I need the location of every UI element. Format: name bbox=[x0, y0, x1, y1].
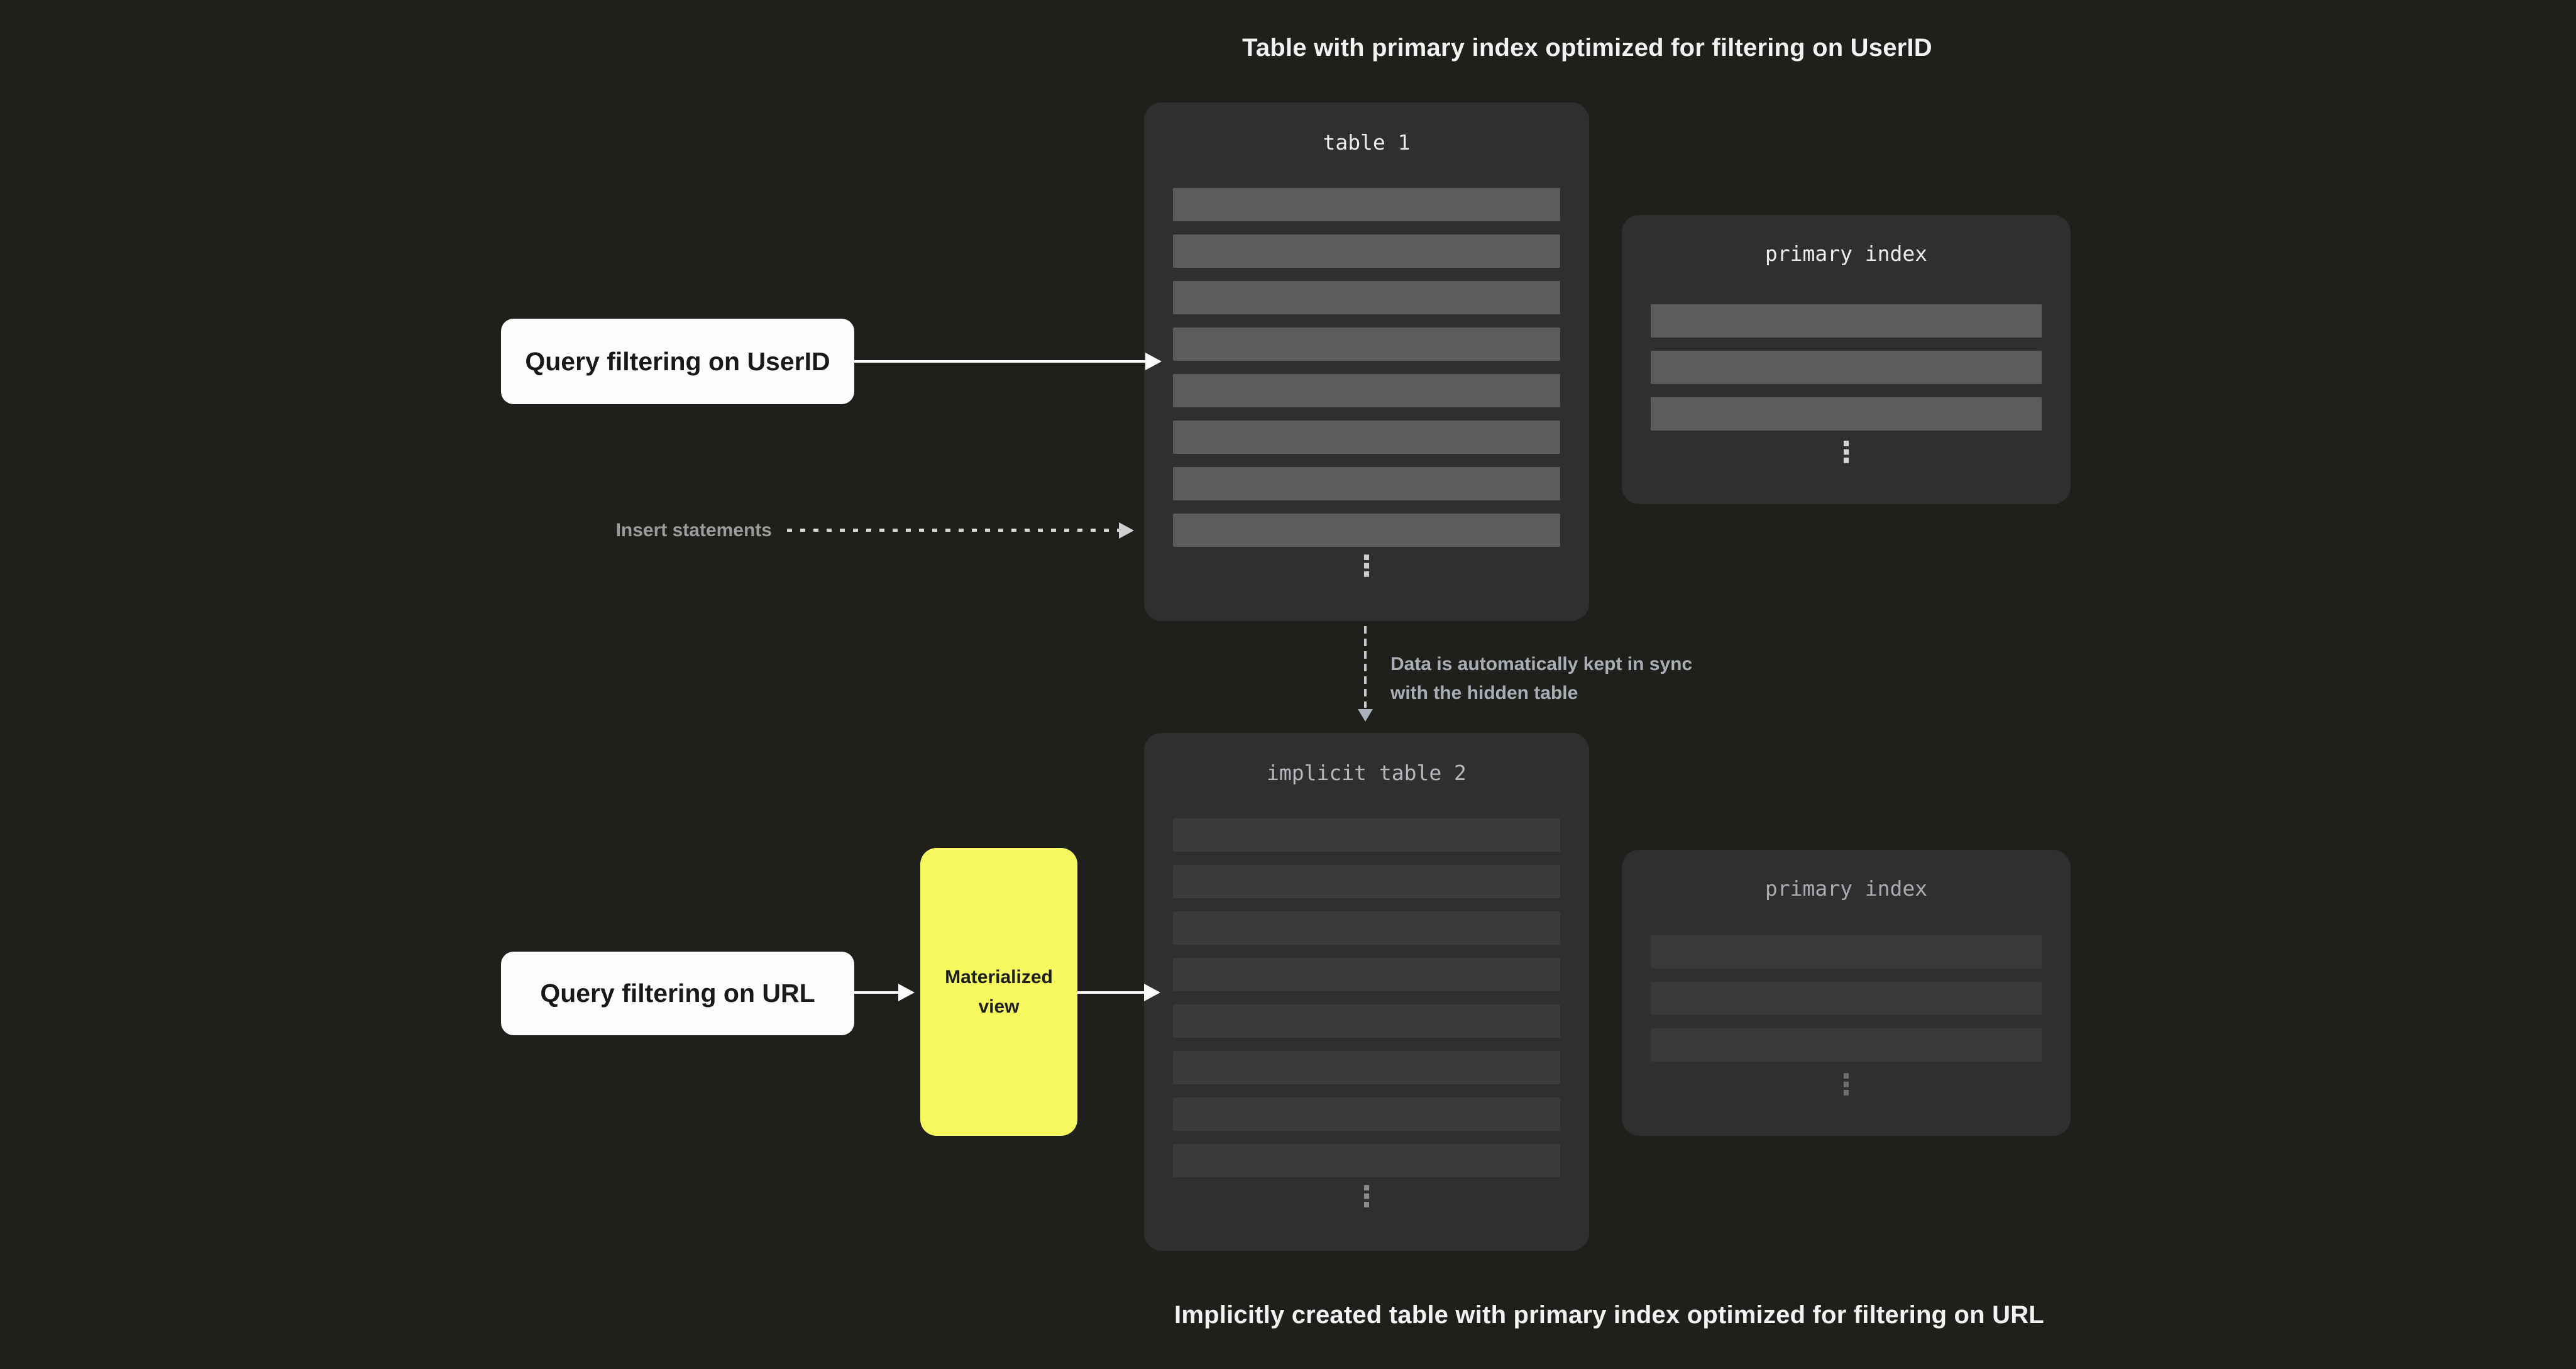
table-row bbox=[1173, 514, 1560, 547]
primary-index-top-rows bbox=[1651, 304, 2042, 431]
top-caption: Table with primary index optimized for f… bbox=[1242, 34, 1932, 62]
query-url-label: Query filtering on URL bbox=[540, 979, 815, 1008]
table-row bbox=[1173, 234, 1560, 268]
table-row bbox=[1651, 982, 2042, 1015]
table-row bbox=[1173, 374, 1560, 407]
table-row bbox=[1651, 351, 2042, 384]
table-row bbox=[1173, 865, 1560, 898]
table-row bbox=[1173, 421, 1560, 454]
table-row bbox=[1173, 327, 1560, 361]
sync-note-line1: Data is automatically kept in sync bbox=[1390, 654, 1693, 674]
table-row bbox=[1173, 958, 1560, 991]
arrow-url-to-mv-head-icon bbox=[898, 984, 915, 1001]
bottom-caption: Implicitly created table with primary in… bbox=[1174, 1301, 2044, 1329]
primary-index-top-panel: primary index ⋮ bbox=[1622, 215, 2071, 504]
query-userid-label: Query filtering on UserID bbox=[525, 346, 830, 376]
arrow-table1-to-implicit-line bbox=[1364, 626, 1367, 708]
arrow-insert-to-table1-line bbox=[787, 529, 1119, 532]
table1-panel: table 1 ⋮ bbox=[1144, 102, 1589, 621]
arrow-insert-to-table1-head-icon bbox=[1119, 522, 1134, 539]
implicit-table2-panel: implicit table 2 ⋮ bbox=[1144, 733, 1589, 1251]
table-row bbox=[1651, 397, 2042, 431]
primary-index-bottom-rows bbox=[1651, 935, 2042, 1062]
arrow-userid-to-table1-line bbox=[854, 360, 1147, 363]
implicit-table2-ellipsis-icon: ⋮ bbox=[1352, 1179, 1381, 1213]
arrow-table1-to-implicit-head-icon bbox=[1358, 709, 1373, 722]
primary-index-bottom-title: primary index bbox=[1764, 876, 1928, 901]
primary-index-bottom-panel: primary index ⋮ bbox=[1622, 850, 2071, 1136]
table-row bbox=[1173, 281, 1560, 314]
table-row bbox=[1173, 1144, 1560, 1177]
table-row bbox=[1173, 188, 1560, 221]
table-row bbox=[1173, 911, 1560, 945]
insert-statements-label: Insert statements bbox=[615, 520, 772, 541]
query-userid-card: Query filtering on UserID bbox=[501, 319, 854, 404]
primary-index-bottom-ellipsis-icon: ⋮ bbox=[1832, 1067, 1861, 1101]
table-row bbox=[1173, 1004, 1560, 1038]
implicit-table2-rows bbox=[1173, 818, 1560, 1177]
table-row bbox=[1173, 818, 1560, 852]
table-row bbox=[1173, 1051, 1560, 1084]
materialized-view-label: Materialized view bbox=[945, 967, 1053, 1017]
table-row bbox=[1651, 304, 2042, 338]
table-row bbox=[1173, 467, 1560, 500]
table1-rows bbox=[1173, 188, 1560, 547]
primary-index-top-ellipsis-icon: ⋮ bbox=[1832, 435, 1861, 469]
sync-note: Data is automatically kept in sync with … bbox=[1390, 650, 1692, 708]
query-url-card: Query filtering on URL bbox=[501, 952, 854, 1035]
arrow-mv-to-implicit-head-icon bbox=[1144, 984, 1160, 1001]
primary-index-top-title: primary index bbox=[1764, 241, 1928, 266]
sync-note-line2: with the hidden table bbox=[1390, 683, 1578, 703]
table-row bbox=[1651, 1028, 2042, 1062]
arrow-mv-to-implicit-line bbox=[1077, 991, 1145, 994]
arrow-userid-to-table1-head-icon bbox=[1145, 353, 1162, 370]
table1-ellipsis-icon: ⋮ bbox=[1352, 549, 1381, 583]
table1-title: table 1 bbox=[1323, 130, 1411, 155]
table-row bbox=[1651, 935, 2042, 969]
implicit-table2-title: implicit table 2 bbox=[1267, 761, 1467, 785]
table-row bbox=[1173, 1097, 1560, 1131]
arrow-url-to-mv-line bbox=[854, 991, 900, 994]
materialized-view-box: Materialized view bbox=[920, 848, 1077, 1136]
